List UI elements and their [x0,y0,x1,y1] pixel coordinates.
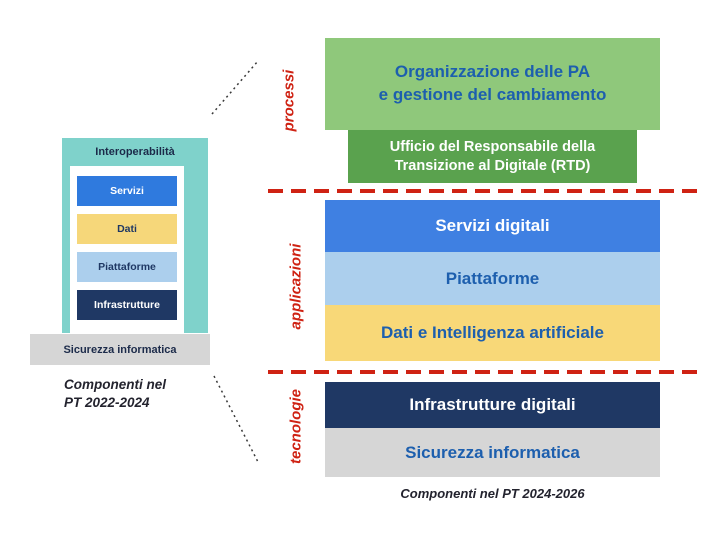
box-organizzazione-pa: Organizzazione delle PA e gestione del c… [325,38,660,130]
interoperability-label: Interoperabilità [95,146,175,158]
layers-container: Servizi Dati Piattaforme Infrastrutture [70,166,184,333]
organizzazione-line-2: e gestione del cambiamento [378,85,607,104]
box-piattaforme: Piattaforme [325,252,660,305]
caption-line-2: PT 2022-2024 [64,395,150,411]
box-servizi-digitali: Servizi digitali [325,200,660,252]
caption-pt-2022-2024: Componenti nel PT 2022-2024 [64,376,224,412]
layer-dati: Dati [77,214,177,244]
organizzazione-line-1: Organizzazione delle PA [394,62,591,82]
box-dati-intelligenza-artificiale: Dati e Intelligenza artificiale [325,305,660,361]
box-ufficio-rtd: Ufficio del Responsabile della Transizio… [348,130,637,183]
section-label-applicazioni: applicazioni [287,243,305,330]
caption-line-1: Componenti nel [64,377,166,392]
layer-servizi: Servizi [77,176,177,206]
rtd-line-1: Ufficio del Responsabile della [389,138,596,155]
box-sicurezza-informatica: Sicurezza informatica [325,428,660,477]
box-infrastrutture-digitali: Infrastrutture digitali [325,382,660,428]
security-bar-2022: Sicurezza informatica [30,334,210,365]
dotted-connector-top [211,60,259,115]
layer-infrastrutture: Infrastrutture [77,290,177,320]
section-label-processi: processi [280,69,298,132]
section-label-tecnologie: tecnologie [287,389,305,465]
rtd-line-2: Transizione al Digitale (RTD) [394,157,591,174]
caption-pt-2024-2026: Componenti nel PT 2024-2026 [400,486,585,501]
pt-2022-2024-diagram: Interoperabilità Servizi Dati Piattaform… [62,138,208,333]
layer-piattaforme: Piattaforme [77,252,177,282]
